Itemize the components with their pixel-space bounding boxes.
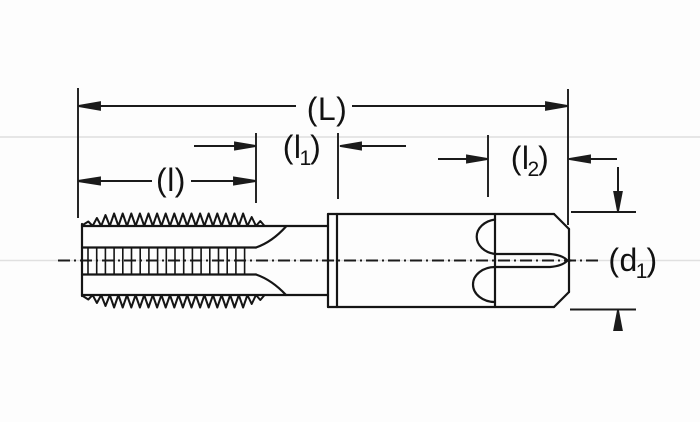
shank-end-chamfer-top bbox=[552, 212, 571, 231]
arrowhead-l-right bbox=[233, 176, 257, 186]
thread-crest-top-zigzag bbox=[81, 212, 266, 227]
dimension-l1 bbox=[194, 133, 406, 203]
arrowhead-d1-top bbox=[613, 191, 623, 212]
scan-artifact-lines bbox=[0, 136, 700, 262]
dimension-label-L: (L) bbox=[306, 91, 348, 127]
thread-core-hatching bbox=[87, 247, 246, 275]
arrowhead-L-right bbox=[545, 101, 569, 111]
shank-end-chamfer-bottom bbox=[552, 290, 571, 309]
dimension-label-l: (l) bbox=[156, 162, 186, 198]
arrowhead-l1-right bbox=[339, 141, 362, 151]
dimension-l bbox=[77, 176, 257, 186]
square-drive-arc-bottom bbox=[471, 265, 497, 304]
dimension-label-l1: (l1) bbox=[282, 129, 322, 170]
arrowhead-L-left bbox=[77, 101, 101, 111]
dimension-l2 bbox=[438, 135, 617, 197]
square-drive-arc-top bbox=[475, 218, 497, 256]
square-flat-bottom-edge bbox=[493, 259, 569, 269]
thread-geometry bbox=[81, 212, 266, 309]
arrowhead-d1-bottom bbox=[613, 310, 623, 331]
arrowhead-l2-left bbox=[466, 154, 489, 164]
thread-crest-bottom-zigzag bbox=[81, 294, 266, 309]
flute-runout-bottom bbox=[254, 273, 288, 297]
dimension-L bbox=[77, 88, 569, 225]
arrowhead-l2-right bbox=[568, 154, 591, 164]
flute-runout-top bbox=[254, 225, 288, 249]
dimension-d1 bbox=[570, 167, 636, 331]
arrowhead-l1-left bbox=[234, 141, 257, 151]
dimension-label-d1: (d1) bbox=[608, 242, 658, 283]
arrowhead-l-left bbox=[77, 176, 101, 186]
dimension-label-l2: (l2) bbox=[510, 140, 550, 181]
square-flat-top-edge bbox=[493, 252, 569, 262]
